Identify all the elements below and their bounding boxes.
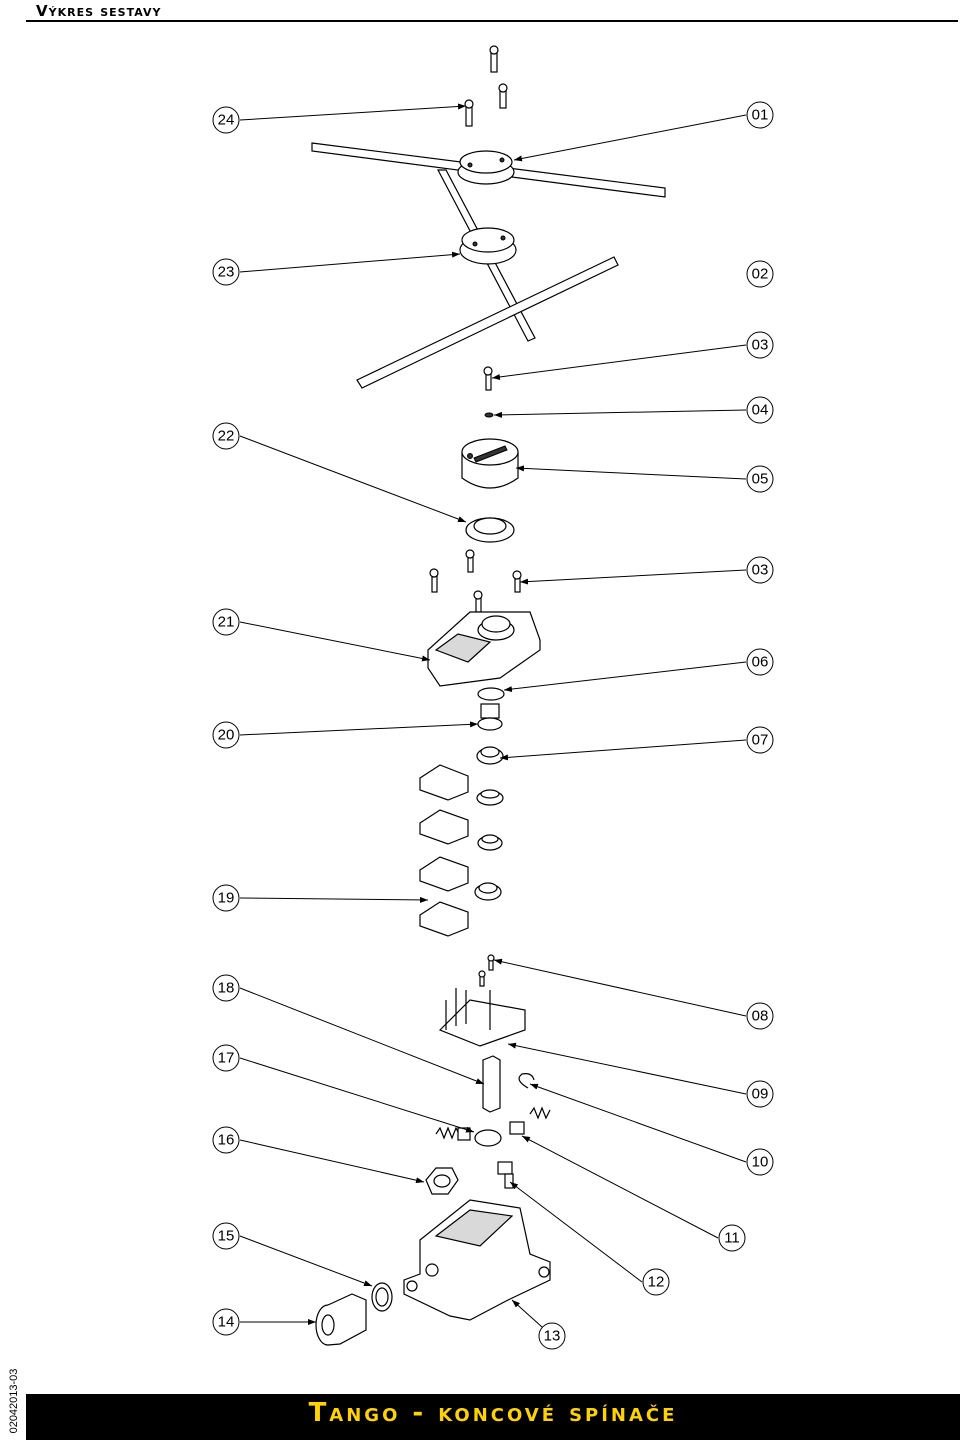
callout-01: 01 [746,101,774,129]
svg-text:09: 09 [752,1086,769,1103]
svg-text:22: 22 [218,428,235,445]
callout-23: 23 [212,258,240,286]
header-divider [26,20,958,22]
callout-24: 24 [212,106,240,134]
spring-17 [435,1106,551,1147]
callout-21: 21 [212,608,240,636]
arm-clamp-bottom [459,227,517,265]
exploded-assembly-drawing: 24 01 23 02 03 04 22 05 03 21 06 20 07 1… [212,45,774,1350]
base-housing-13 [403,1199,551,1321]
grease-fitting-12 [497,1161,514,1189]
top-screws [464,45,508,127]
nut-16 [425,1167,459,1195]
svg-text:03: 03 [752,337,769,354]
shaft-18 [482,1055,501,1113]
svg-text:20: 20 [218,727,235,744]
callout-16: 16 [212,1126,240,1154]
callout-06: 06 [746,648,774,676]
callout-09: 09 [746,1080,774,1108]
cable-gland-14 [315,1293,367,1346]
ring-22 [465,517,515,543]
callout-19: 19 [212,884,240,912]
callout-05: 05 [746,465,774,493]
svg-text:02: 02 [752,266,769,283]
svg-text:17: 17 [218,1050,235,1067]
washer-04 [484,412,494,418]
lower-cross-arm [356,256,619,389]
circlip-09 [518,1073,535,1089]
cam-07 [476,746,504,765]
svg-text:21: 21 [218,614,235,631]
callout-03-lower: 03 [746,556,774,584]
callout-22: 22 [212,422,240,450]
svg-text:08: 08 [752,1008,769,1025]
square-nut-20 [477,703,503,731]
page-title: Výkres sestavy [36,2,162,20]
housing-cover-21 [427,611,541,687]
callout-03-upper: 03 [746,331,774,359]
leader-lines [239,103,747,1337]
callout-07: 07 [746,726,774,754]
callout-04: 04 [746,396,774,424]
callout-15: 15 [212,1222,240,1250]
microswitches-19 [419,764,469,937]
svg-text:19: 19 [218,890,235,907]
cover-screws [429,549,522,613]
svg-text:04: 04 [752,402,769,419]
washer-15 [371,1282,393,1312]
svg-text:07: 07 [752,732,769,749]
footer-title: Tango - koncové spínače [308,1398,678,1428]
callout-12: 12 [642,1268,670,1296]
o-ring-06 [477,687,505,701]
svg-text:23: 23 [218,264,235,281]
callout-10: 10 [746,1148,774,1176]
svg-text:11: 11 [724,1230,740,1247]
svg-text:06: 06 [752,654,769,671]
svg-text:01: 01 [752,107,769,124]
callout-14: 14 [212,1308,240,1336]
svg-text:03: 03 [752,562,769,579]
callout-13: 13 [538,1322,566,1350]
footer-banner: Tango - koncové spínače [26,1394,960,1440]
arm-clamp-top [457,150,515,185]
svg-text:15: 15 [218,1228,235,1245]
callout-17: 17 [212,1044,240,1072]
callout-20: 20 [212,721,240,749]
switch-bracket-08 [438,954,526,1047]
svg-text:13: 13 [544,1328,561,1345]
callout-02: 02 [746,260,774,288]
screw-03-upper [483,366,493,391]
callout-11: 11 [718,1224,746,1252]
svg-text:10: 10 [752,1154,769,1171]
shaft-head-05 [461,438,519,489]
cams [474,789,504,901]
svg-text:14: 14 [218,1314,235,1331]
svg-text:12: 12 [648,1274,665,1291]
callout-18: 18 [212,974,240,1002]
svg-text:24: 24 [218,112,235,129]
callout-08: 08 [746,1002,774,1030]
svg-text:18: 18 [218,980,235,997]
svg-text:16: 16 [218,1132,235,1149]
svg-text:05: 05 [752,471,769,488]
